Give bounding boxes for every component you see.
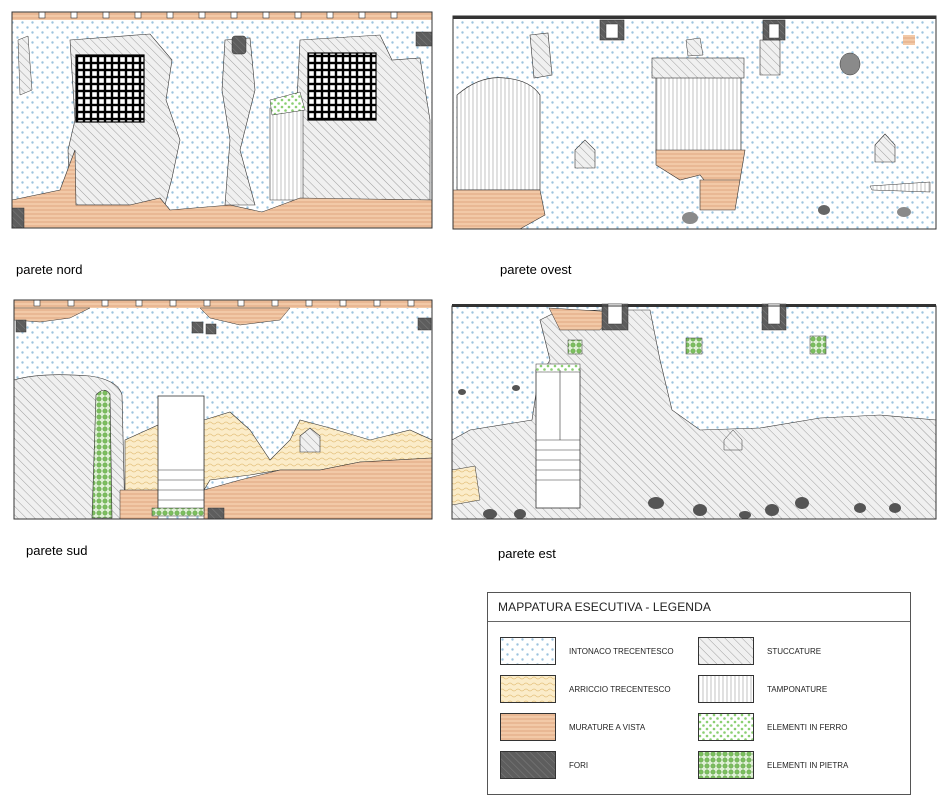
legend-swatch-pietra: [698, 751, 754, 779]
wall-drawing-ovest: [452, 15, 937, 230]
legend-item-tamponature: TAMPONATURE: [698, 675, 827, 703]
legend-swatch-fori: [500, 751, 556, 779]
legend-item-fori: FORI: [500, 751, 588, 779]
legend-label-ferro: ELEMENTI IN FERRO: [767, 722, 848, 732]
legend-divider: [488, 621, 910, 622]
wall-drawing-nord: [11, 11, 433, 229]
legend: MAPPATURA ESECUTIVA - LEGENDA INTONACO T…: [487, 592, 911, 795]
legend-item-stuccature: STUCCATURE: [698, 637, 821, 665]
legend-item-murature: MURATURE A VISTA: [500, 713, 645, 741]
legend-label-stuccature: STUCCATURE: [767, 646, 822, 656]
legend-label-arriccio: ARRICCIO TRECENTESCO: [569, 684, 671, 694]
wall-label-sud: parete sud: [26, 543, 87, 558]
legend-item-intonaco: INTONACO TRECENTESCO: [500, 637, 674, 665]
legend-label-tamponature: TAMPONATURE: [767, 684, 828, 694]
legend-label-murature: MURATURE A VISTA: [569, 722, 646, 732]
legend-label-intonaco: INTONACO TRECENTESCO: [569, 646, 674, 656]
legend-swatch-ferro: [698, 713, 754, 741]
legend-swatch-intonaco: [500, 637, 556, 665]
wall-drawing-est: [451, 303, 937, 520]
wall-label-nord: parete nord: [16, 262, 83, 277]
legend-swatch-murature: [500, 713, 556, 741]
legend-swatch-tamponature: [698, 675, 754, 703]
wall-drawing-sud: [13, 299, 433, 520]
legend-title: MAPPATURA ESECUTIVA - LEGENDA: [498, 600, 711, 614]
legend-label-pietra: ELEMENTI IN PIETRA: [767, 760, 849, 770]
legend-swatch-arriccio: [500, 675, 556, 703]
legend-item-arriccio: ARRICCIO TRECENTESCO: [500, 675, 671, 703]
legend-item-pietra: ELEMENTI IN PIETRA: [698, 751, 848, 779]
legend-label-fori: FORI: [569, 760, 589, 770]
wall-label-est: parete est: [498, 546, 556, 561]
wall-label-ovest: parete ovest: [500, 262, 572, 277]
legend-swatch-stuccature: [698, 637, 754, 665]
legend-item-ferro: ELEMENTI IN FERRO: [698, 713, 847, 741]
